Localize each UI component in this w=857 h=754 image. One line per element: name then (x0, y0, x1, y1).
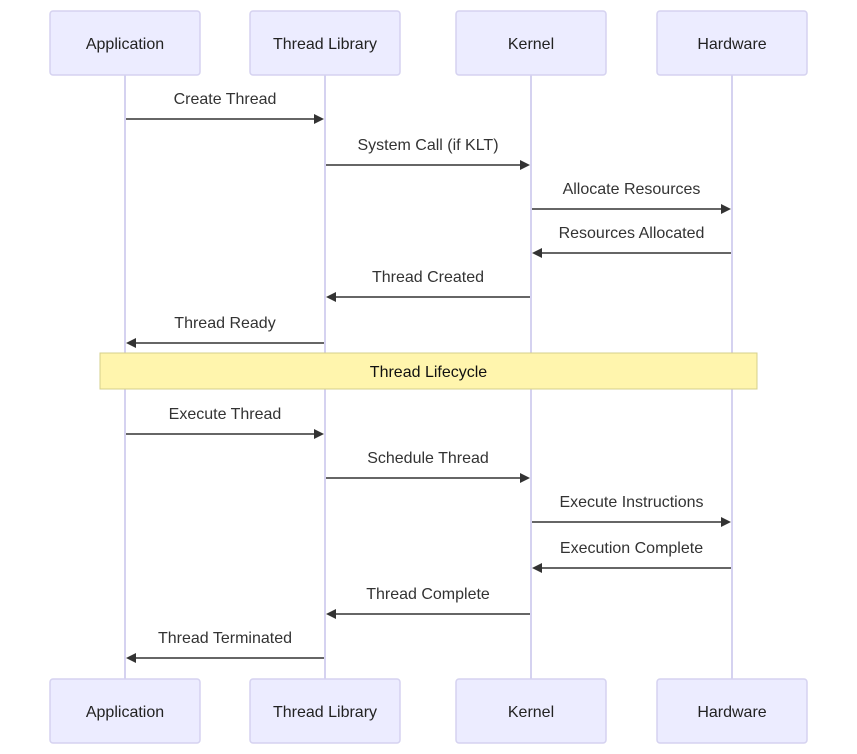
message-label: Allocate Resources (563, 181, 701, 198)
actor-kernel-top: Kernel (455, 10, 607, 76)
actor-box (49, 10, 201, 76)
arrow-head (314, 429, 324, 439)
message-3: Allocate Resources (532, 181, 731, 214)
actor-box (249, 678, 401, 744)
actor-hw-bottom: Hardware (656, 678, 808, 744)
message-9: Execute Instructions (532, 494, 731, 527)
arrow-head (326, 292, 336, 302)
note-label: Thread Lifecycle (370, 364, 487, 381)
arrow-head (721, 517, 731, 527)
actor-box (249, 10, 401, 76)
message-label: Resources Allocated (559, 225, 705, 242)
message-label: System Call (if KLT) (357, 137, 498, 154)
message-label: Thread Complete (366, 586, 490, 603)
arrow-head (520, 160, 530, 170)
actor-label: Application (86, 704, 164, 721)
actor-hw-top: Hardware (656, 10, 808, 76)
actor-box (656, 678, 808, 744)
message-7: Execute Thread (126, 406, 324, 439)
arrow-head (721, 204, 731, 214)
message-6: Thread Ready (126, 315, 324, 348)
message-1: Create Thread (126, 91, 324, 124)
message-2: System Call (if KLT) (326, 137, 530, 170)
message-label: Thread Created (372, 269, 484, 286)
arrow-head (326, 609, 336, 619)
message-label: Create Thread (174, 91, 277, 108)
actor-lib-top: Thread Library (249, 10, 401, 76)
arrow-head (520, 473, 530, 483)
actor-label: Application (86, 36, 164, 53)
actor-label: Kernel (508, 36, 554, 53)
actor-box (49, 678, 201, 744)
message-11: Thread Complete (326, 586, 530, 619)
message-label: Thread Terminated (158, 630, 292, 647)
message-label: Schedule Thread (367, 450, 489, 467)
note-thread-lifecycle: Thread Lifecycle (99, 352, 758, 390)
message-label: Execution Complete (560, 540, 703, 557)
actor-box (455, 10, 607, 76)
actor-label: Hardware (697, 36, 766, 53)
arrow-head (532, 563, 542, 573)
actor-label: Thread Library (273, 36, 377, 53)
message-12: Thread Terminated (126, 630, 324, 663)
actor-kernel-bottom: Kernel (455, 678, 607, 744)
message-4: Resources Allocated (532, 225, 731, 258)
actor-label: Kernel (508, 704, 554, 721)
arrow-head (532, 248, 542, 258)
arrow-head (126, 653, 136, 663)
actor-box (455, 678, 607, 744)
message-label: Thread Ready (174, 315, 275, 332)
actor-lib-bottom: Thread Library (249, 678, 401, 744)
arrow-head (126, 338, 136, 348)
arrow-head (314, 114, 324, 124)
note-box (99, 352, 758, 390)
actor-app-bottom: Application (49, 678, 201, 744)
actor-label: Hardware (697, 704, 766, 721)
message-10: Execution Complete (532, 540, 731, 573)
message-label: Execute Thread (169, 406, 282, 423)
message-label: Execute Instructions (559, 494, 703, 511)
actor-box (656, 10, 808, 76)
message-5: Thread Created (326, 269, 530, 302)
actor-label: Thread Library (273, 704, 377, 721)
message-8: Schedule Thread (326, 450, 530, 483)
actor-app-top: Application (49, 10, 201, 76)
